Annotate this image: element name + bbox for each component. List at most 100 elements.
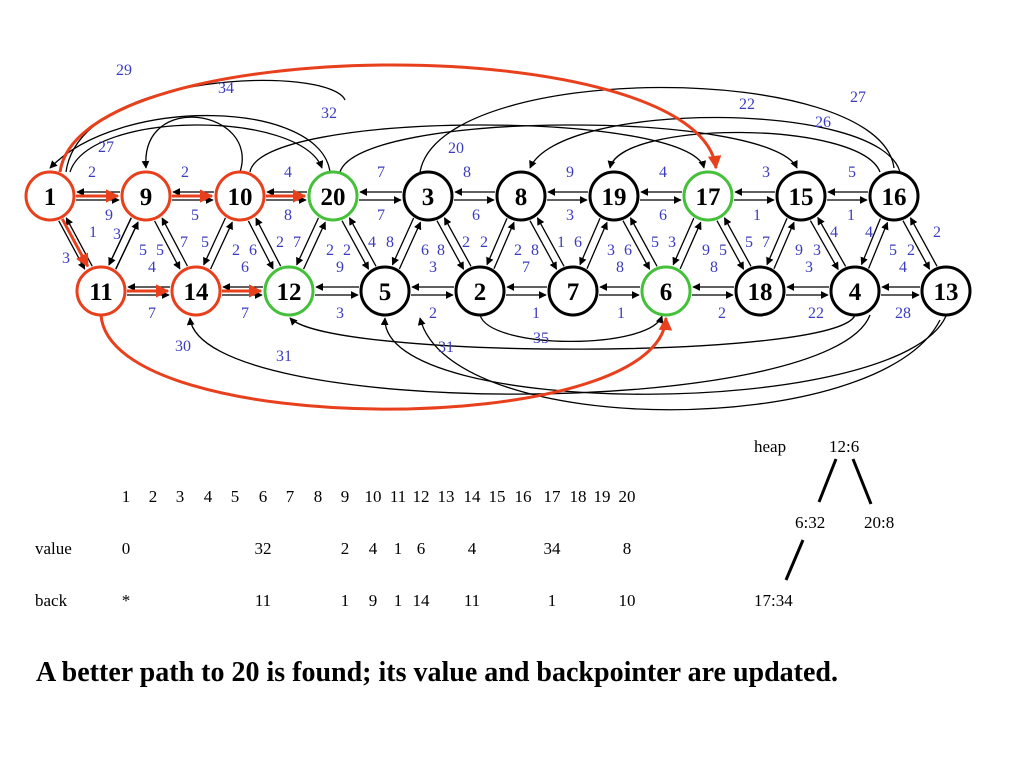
edge-d1-6-fwd [579, 218, 601, 266]
node-label: 11 [89, 279, 113, 306]
node-14: 14 [170, 265, 222, 317]
weight-label: 5 [745, 234, 753, 251]
weight-label: 2 [88, 164, 96, 181]
node-17: 17 [682, 170, 734, 222]
node-label: 9 [140, 184, 153, 211]
node-label: 8 [515, 184, 528, 211]
weight-label: 26 [815, 114, 831, 131]
node-circle [307, 170, 359, 222]
weight-label: 9 [795, 242, 803, 259]
edge-d1-7-fwd [672, 217, 695, 266]
weight-label: 9 [702, 242, 710, 259]
weight-label: 2 [232, 242, 240, 259]
edge-d2-2-fwd [247, 220, 274, 270]
weight-label: 4 [659, 164, 667, 181]
weight-label: 9 [336, 259, 344, 276]
weight-label: 8 [710, 259, 718, 276]
node-label: 15 [789, 184, 814, 211]
curve-e [339, 124, 798, 173]
weight-label: 2 [480, 234, 488, 251]
weight-label: 5 [201, 234, 209, 251]
node-2: 2 [454, 265, 506, 317]
weight-label: 4 [830, 224, 838, 241]
node-label: 16 [882, 184, 907, 211]
heap-label: heap [754, 437, 787, 456]
weight-label: 9 [105, 207, 113, 224]
node-6: 6 [640, 265, 692, 317]
edge-d2-9-rev [909, 217, 938, 267]
edge-d2-1-fwd [153, 220, 181, 270]
edge-d2-5-fwd [529, 220, 558, 270]
heap-edge-left-leftleft [784, 539, 805, 581]
weight-label: 3 [429, 259, 437, 276]
node-label: 17 [696, 184, 721, 211]
weight-label: 5 [651, 234, 659, 251]
node-circle [588, 170, 640, 222]
weight-label: 28 [895, 305, 911, 322]
edge-d1-7-rev [679, 221, 702, 270]
node-circle [359, 265, 411, 317]
weight-label: 6 [249, 242, 257, 259]
weight-label: 2 [514, 242, 522, 259]
heap-root: 12:6 [829, 437, 860, 456]
node-label: 18 [748, 279, 773, 306]
node-label: 20 [321, 184, 346, 211]
weight-label: 9 [566, 164, 574, 181]
curve-g [529, 116, 901, 173]
weight-label: 6 [241, 259, 249, 276]
node-circle [170, 265, 222, 317]
node-label: 3 [422, 184, 435, 211]
curve-i [479, 314, 664, 343]
node-circle [829, 265, 881, 317]
weight-label: 7 [377, 207, 385, 224]
edge-d2-6-rev [629, 217, 658, 267]
edge-d2-7-rev [723, 217, 752, 267]
weight-label: 5 [889, 242, 897, 259]
node-label: 4 [849, 279, 862, 306]
node-1: 1 [24, 170, 76, 222]
curve-29 [65, 79, 346, 173]
node-label: 6 [660, 279, 673, 306]
edge-d2-5-rev [536, 217, 565, 267]
weight-label: 5 [191, 207, 199, 224]
node-label: 13 [934, 279, 959, 306]
node-4: 4 [829, 265, 881, 317]
edge-d1-9-rev [867, 221, 889, 269]
weight-label: 2 [907, 242, 915, 259]
node-20: 20 [307, 170, 359, 222]
node-10: 10 [214, 170, 266, 222]
curve-k [380, 315, 947, 395]
edge-d1-4-fwd [391, 217, 415, 266]
heap-edge-root-right [851, 458, 873, 505]
edge-d2-1-rev [161, 217, 189, 267]
node-label: 7 [567, 279, 580, 306]
weight-label: 30 [175, 338, 191, 355]
weight-label: 8 [437, 242, 445, 259]
weight-label: 2 [343, 242, 351, 259]
node-19: 19 [588, 170, 640, 222]
weight-label: 7 [762, 234, 770, 251]
weight-label: 2 [326, 242, 334, 259]
node-11: 11 [75, 265, 127, 317]
node-circle [454, 265, 506, 317]
weight-label: 6 [624, 242, 632, 259]
curve-j [289, 314, 856, 350]
edge-v-1-fwd [108, 217, 132, 266]
curve-l [186, 314, 871, 395]
weight-label: 35 [533, 330, 549, 347]
curve-b [141, 116, 243, 173]
node-circle [547, 265, 599, 317]
weight-label: 2 [718, 305, 726, 322]
weight-label: 4 [368, 234, 376, 251]
weight-label: 1 [617, 305, 625, 322]
edge-d1-3-rev [302, 221, 326, 270]
node-circle [640, 265, 692, 317]
weight-label: 3 [762, 164, 770, 181]
weight-label: 4 [148, 259, 156, 276]
node-3: 3 [402, 170, 454, 222]
weight-label: 7 [148, 305, 156, 322]
edge-d2-3-rev [348, 217, 377, 267]
weight-label: 1 [753, 207, 761, 224]
